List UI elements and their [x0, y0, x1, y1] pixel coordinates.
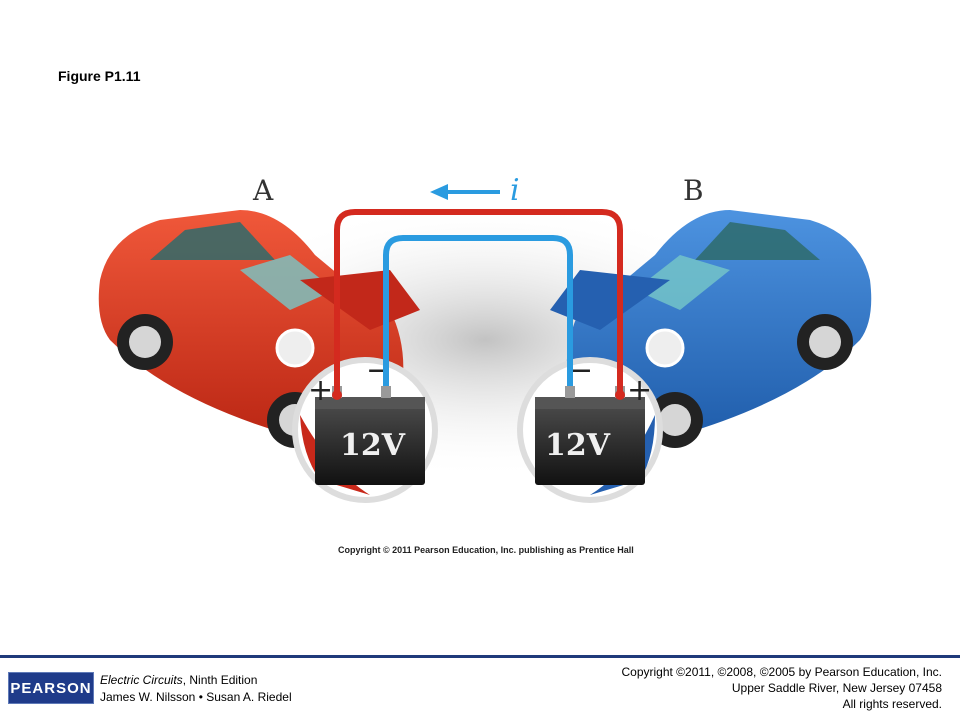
publisher-info: Copyright ©2011, ©2008, ©2005 by Pearson… — [621, 664, 942, 712]
jump-start-illustration: + − 12V − + 12V i A B — [98, 173, 872, 503]
figure-credit: Copyright © 2011 Pearson Education, Inc.… — [338, 545, 634, 555]
address-line: Upper Saddle River, New Jersey 07458 — [731, 681, 942, 695]
current-label: i — [510, 173, 520, 208]
pearson-logo: PEARSON — [8, 672, 94, 704]
battery-b-callout-small — [645, 328, 685, 368]
battery-b-voltage-label: 12V — [545, 428, 611, 463]
blue-cable — [383, 235, 573, 386]
battery-b-callout: − + 12V — [517, 353, 663, 503]
car-a-label: A — [252, 174, 274, 207]
book-title: Electric Circuits — [100, 673, 183, 687]
battery-b-plus-label: + — [627, 373, 652, 408]
book-authors: James W. Nilsson • Susan A. Riedel — [100, 690, 292, 704]
battery-a-plus-label: + — [308, 373, 333, 408]
book-info: Electric Circuits, Ninth Edition James W… — [100, 672, 292, 706]
figure-title: Figure P1.11 — [58, 68, 141, 84]
battery-a-callout-small — [275, 328, 315, 368]
footer-divider — [0, 655, 960, 658]
car-b-label: B — [683, 174, 704, 207]
battery-a-voltage-label: 12V — [340, 428, 406, 463]
rights-line: All rights reserved. — [842, 697, 942, 711]
current-arrow — [430, 184, 500, 200]
book-edition: , Ninth Edition — [182, 673, 258, 687]
book-title-line: Electric Circuits, Ninth Edition — [100, 672, 292, 689]
copyright-line: Copyright ©2011, ©2008, ©2005 by Pearson… — [621, 665, 942, 679]
red-cable — [334, 209, 623, 395]
